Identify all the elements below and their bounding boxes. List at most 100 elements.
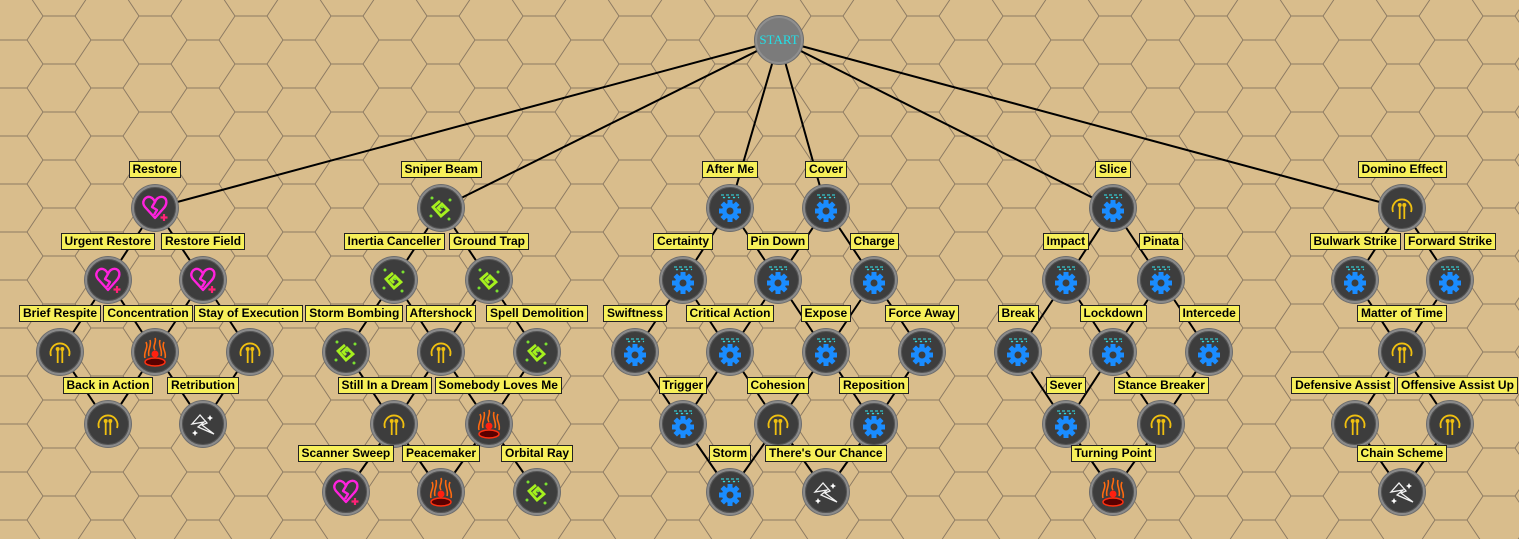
skill-label-trigger: Trigger bbox=[658, 377, 708, 394]
skill-label-spell-demolition: Spell Demolition bbox=[486, 305, 589, 322]
gear-icon bbox=[715, 193, 745, 223]
skill-node-cover[interactable] bbox=[803, 185, 849, 231]
fire-icon bbox=[1098, 477, 1128, 507]
skill-node-storm-bombing[interactable] bbox=[323, 329, 369, 375]
skill-label-orbital-ray: Orbital Ray bbox=[501, 445, 574, 462]
spiral-icon bbox=[522, 477, 552, 507]
skill-node-critical-action[interactable] bbox=[707, 329, 753, 375]
skill-node-stay-of-execution[interactable] bbox=[227, 329, 273, 375]
heart-icon bbox=[93, 265, 123, 295]
start-node[interactable]: START bbox=[755, 16, 803, 64]
arch-icon bbox=[1340, 409, 1370, 439]
skill-node-retribution[interactable] bbox=[180, 401, 226, 447]
skill-node-slice[interactable] bbox=[1090, 185, 1136, 231]
skill-node-storm[interactable] bbox=[707, 469, 753, 515]
skill-node-pin-down[interactable] bbox=[755, 257, 801, 303]
skill-node-certainty[interactable] bbox=[660, 257, 706, 303]
spiral-icon bbox=[331, 337, 361, 367]
skill-node-sever[interactable] bbox=[1043, 401, 1089, 447]
skill-node-forward-strike[interactable] bbox=[1427, 257, 1473, 303]
arch-icon bbox=[763, 409, 793, 439]
skill-node-ground-trap[interactable] bbox=[466, 257, 512, 303]
skill-node-chain-scheme[interactable] bbox=[1379, 469, 1425, 515]
skill-node-matter-of-time[interactable] bbox=[1379, 329, 1425, 375]
fire-icon bbox=[140, 337, 170, 367]
gear-icon bbox=[1098, 193, 1128, 223]
skill-node-force-away[interactable] bbox=[899, 329, 945, 375]
skill-label-matter-of-time: Matter of Time bbox=[1357, 305, 1447, 322]
skill-node-peacemaker[interactable] bbox=[418, 469, 464, 515]
skill-node-somebody-loves-me[interactable] bbox=[466, 401, 512, 447]
skill-node-stance-breaker[interactable] bbox=[1138, 401, 1184, 447]
heart-icon bbox=[140, 193, 170, 223]
skill-node-concentration[interactable] bbox=[132, 329, 178, 375]
spiral-icon bbox=[426, 193, 456, 223]
skill-label-restore: Restore bbox=[128, 161, 182, 178]
gear-icon bbox=[811, 193, 841, 223]
skill-node-swiftness[interactable] bbox=[612, 329, 658, 375]
skill-node-cohesion[interactable] bbox=[755, 401, 801, 447]
skill-node-expose[interactable] bbox=[803, 329, 849, 375]
skill-label-cover: Cover bbox=[805, 161, 848, 178]
skill-node-aftershock[interactable] bbox=[418, 329, 464, 375]
skill-label-charge: Charge bbox=[849, 233, 899, 250]
spiral-icon bbox=[474, 265, 504, 295]
spiral-icon bbox=[379, 265, 409, 295]
arch-icon bbox=[1146, 409, 1176, 439]
arch-icon bbox=[93, 409, 123, 439]
skill-label-restore-field: Restore Field bbox=[161, 233, 246, 250]
skill-node-inertia-canceller[interactable] bbox=[371, 257, 417, 303]
skill-label-defensive-assist: Defensive Assist bbox=[1291, 377, 1395, 394]
skill-node-domino-effect[interactable] bbox=[1379, 185, 1425, 231]
skill-node-sniper-beam[interactable] bbox=[418, 185, 464, 231]
gear-icon bbox=[859, 409, 889, 439]
skill-label-intercede: Intercede bbox=[1178, 305, 1240, 322]
skill-node-offensive-assist-up[interactable] bbox=[1427, 401, 1473, 447]
skill-node-orbital-ray[interactable] bbox=[514, 469, 560, 515]
skill-label-forward-strike: Forward Strike bbox=[1404, 233, 1497, 250]
skill-label-expose: Expose bbox=[800, 305, 852, 322]
skill-label-force-away: Force Away bbox=[884, 305, 960, 322]
gear-icon bbox=[1051, 265, 1081, 295]
skill-label-slice: Slice bbox=[1095, 161, 1132, 178]
skill-label-break: Break bbox=[997, 305, 1039, 322]
skill-node-restore-field[interactable] bbox=[180, 257, 226, 303]
skill-node-back-in-action[interactable] bbox=[85, 401, 131, 447]
skill-node-scanner-sweep[interactable] bbox=[323, 469, 369, 515]
skill-node-charge[interactable] bbox=[851, 257, 897, 303]
skill-node-brief-respite[interactable] bbox=[37, 329, 83, 375]
skill-label-pin-down: Pin Down bbox=[746, 233, 810, 250]
skill-node-urgent-restore[interactable] bbox=[85, 257, 131, 303]
skill-node-reposition[interactable] bbox=[851, 401, 897, 447]
lightning-icon bbox=[811, 477, 841, 507]
skill-label-concentration: Concentration bbox=[103, 305, 193, 322]
skill-node-restore[interactable] bbox=[132, 185, 178, 231]
skill-node-break[interactable] bbox=[995, 329, 1041, 375]
skill-node-after-me[interactable] bbox=[707, 185, 753, 231]
skill-label-after-me: After Me bbox=[702, 161, 759, 178]
skill-node-lockdown[interactable] bbox=[1090, 329, 1136, 375]
skill-node-still-in-a-dream[interactable] bbox=[371, 401, 417, 447]
skill-node-turning-point[interactable] bbox=[1090, 469, 1136, 515]
gear-icon bbox=[715, 337, 745, 367]
skill-node-impact[interactable] bbox=[1043, 257, 1089, 303]
skill-node-defensive-assist[interactable] bbox=[1332, 401, 1378, 447]
skill-label-domino-effect: Domino Effect bbox=[1357, 161, 1447, 178]
skill-node-there-s-our-chance[interactable] bbox=[803, 469, 849, 515]
gear-icon bbox=[763, 265, 793, 295]
gear-icon bbox=[668, 409, 698, 439]
skill-label-critical-action: Critical Action bbox=[685, 305, 775, 322]
arch-icon bbox=[1387, 193, 1417, 223]
start-edge bbox=[729, 39, 780, 209]
skill-label-sniper-beam: Sniper Beam bbox=[400, 161, 482, 178]
start-edge bbox=[778, 39, 827, 209]
skill-node-spell-demolition[interactable] bbox=[514, 329, 560, 375]
skill-label-stance-breaker: Stance Breaker bbox=[1113, 377, 1209, 394]
gear-icon bbox=[1051, 409, 1081, 439]
skill-node-pinata[interactable] bbox=[1138, 257, 1184, 303]
skill-node-trigger[interactable] bbox=[660, 401, 706, 447]
skill-node-bulwark-strike[interactable] bbox=[1332, 257, 1378, 303]
skill-node-intercede[interactable] bbox=[1186, 329, 1232, 375]
skill-label-bulwark-strike: Bulwark Strike bbox=[1309, 233, 1401, 250]
